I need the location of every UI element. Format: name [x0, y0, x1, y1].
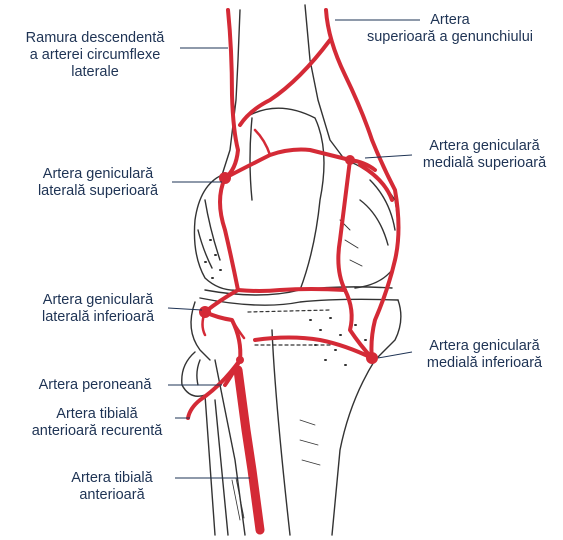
- bone-drawing: [181, 4, 402, 536]
- artery-superior-genu: [324, 8, 401, 362]
- artery-lateral-inferior-genicular: [203, 288, 243, 362]
- leader-lines: [167, 19, 420, 479]
- artery-anterior-tibial: [233, 365, 265, 535]
- label-peroneal-artery: Artera peroneană: [38, 377, 152, 393]
- label-lateral-inferior-genicular: Artera geniculară laterală inferioară: [41, 292, 155, 325]
- label-tibial-recurrent-artery: Artera tibială anterioară recurentă: [31, 406, 163, 439]
- label-superior-genu-artery: Artera superioară a genunchiului: [366, 12, 534, 45]
- artery-tibial-recurrent: [186, 358, 242, 420]
- artery-network: [186, 8, 401, 535]
- artery-lateral-superior-genicular: [223, 147, 377, 180]
- artery-descending-branch: [223, 8, 240, 180]
- label-lateral-superior-genicular: Artera geniculară laterală superioară: [37, 166, 159, 199]
- vessel-junctions: [199, 155, 378, 364]
- artery-medial-inferior-genicular: [343, 288, 374, 360]
- label-medial-superior-genicular: Artera geniculară medială superioară: [422, 138, 547, 171]
- label-medial-inferior-genicular: Artera geniculară medială inferioară: [426, 338, 543, 371]
- label-descending-branch: Ramura descendentă a arterei circumflexe…: [25, 30, 165, 80]
- label-anterior-tibial-artery: Artera tibială anterioară: [71, 470, 153, 503]
- artery-medial-superior-genicular: [336, 158, 352, 292]
